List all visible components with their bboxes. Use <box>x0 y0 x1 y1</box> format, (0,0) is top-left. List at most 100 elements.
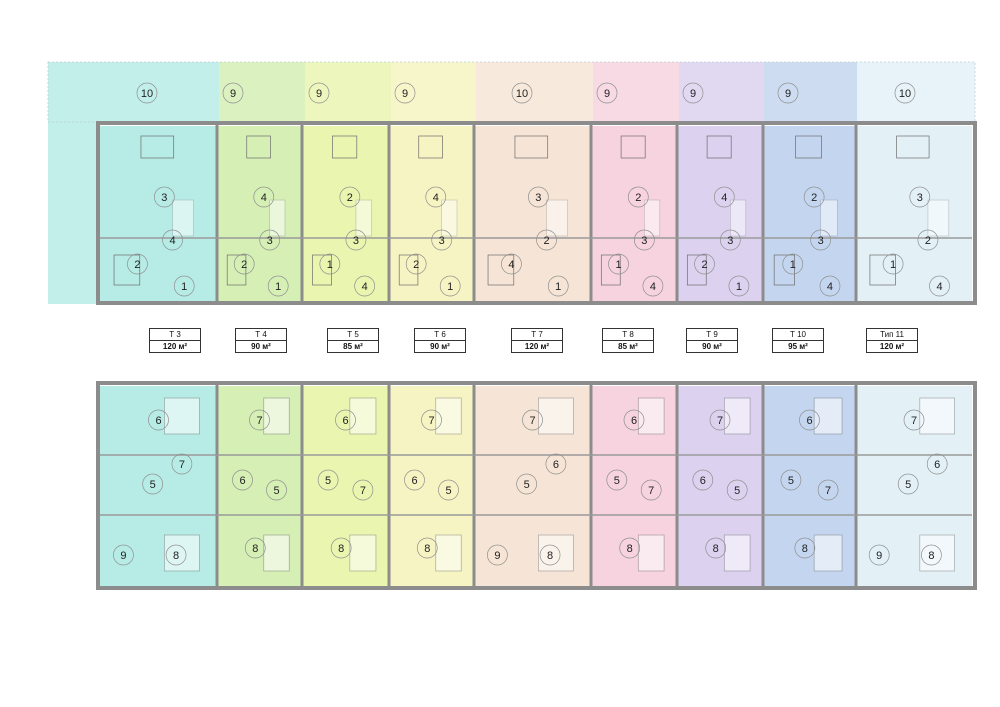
room-number: 7 <box>428 415 434 427</box>
room-number-marker: 9 <box>487 544 508 566</box>
room-number: 8 <box>627 543 633 555</box>
marker-circle <box>113 544 134 566</box>
sofa <box>600 254 621 286</box>
room-number-marker: 4 <box>819 275 841 297</box>
room-number: 3 <box>535 192 541 204</box>
room-number-marker: 10 <box>136 82 158 104</box>
room-number-marker: 5 <box>606 469 628 491</box>
room-number: 5 <box>273 485 279 497</box>
dining-table <box>514 135 549 159</box>
room-number: 8 <box>547 550 553 562</box>
staircase <box>730 199 747 237</box>
room-number: 5 <box>150 479 156 491</box>
marker-circle <box>416 537 438 559</box>
unit-area: 90 м² <box>430 342 450 351</box>
marker-circle <box>352 479 374 501</box>
bed <box>164 397 200 435</box>
room-number-marker: 9 <box>596 82 618 104</box>
room-number: 1 <box>275 281 281 293</box>
room-number-marker: 4 <box>642 275 664 297</box>
marker-circle <box>165 544 187 566</box>
marker-circle <box>222 82 244 104</box>
room-number: 3 <box>161 192 167 204</box>
room-number: 9 <box>690 88 696 100</box>
room-number: 4 <box>362 281 368 293</box>
room-number-marker: 1 <box>319 253 341 275</box>
room-number-marker: 2 <box>339 186 361 208</box>
marker-circle <box>819 275 841 297</box>
room-number: 6 <box>806 415 812 427</box>
marker-circle <box>608 253 629 275</box>
room-number: 7 <box>911 415 917 427</box>
dining-table <box>418 135 443 159</box>
marker-circle <box>136 82 158 104</box>
bed <box>723 397 751 435</box>
terrace-zone <box>679 62 764 122</box>
room-number-marker: 3 <box>633 229 655 251</box>
room-number-marker: 2 <box>233 253 255 275</box>
room-number: 5 <box>445 485 451 497</box>
room-number: 6 <box>411 475 417 487</box>
marker-circle <box>719 229 741 251</box>
room-number-marker: 5 <box>780 469 802 491</box>
marker-circle <box>317 469 339 491</box>
marker-circle <box>705 537 727 559</box>
marker-circle <box>917 229 939 251</box>
room-number: 9 <box>785 88 791 100</box>
marker-circle <box>623 409 645 431</box>
marker-circle <box>253 186 275 208</box>
room-number: 4 <box>508 259 514 271</box>
room-number: 3 <box>818 235 824 247</box>
room-number-marker: 7 <box>903 409 925 431</box>
marker-circle <box>640 479 662 501</box>
marker-circle <box>728 275 750 297</box>
terrace-layer <box>47 61 976 304</box>
room-number: 10 <box>516 88 528 100</box>
marker-circle <box>882 253 904 275</box>
marker-circle <box>799 409 820 431</box>
unit-label-t3: Т 3 120 м² <box>149 328 201 353</box>
marker-circle <box>894 82 916 104</box>
room-number-marker: 2 <box>627 186 649 208</box>
unit-name: Т 9 <box>687 329 737 341</box>
room-number: 6 <box>700 475 706 487</box>
unit-name: Т 7 <box>512 329 562 341</box>
marker-circle <box>487 544 508 566</box>
room-number: 9 <box>604 88 610 100</box>
marker-circle <box>345 229 367 251</box>
unit-label-t6: Т 6 90 м² <box>414 328 466 353</box>
room-number-marker: 1 <box>267 275 289 297</box>
room-number: 5 <box>614 475 620 487</box>
dining-table <box>620 135 646 159</box>
marker-circle <box>232 469 253 491</box>
room-number: 8 <box>802 543 808 555</box>
marker-circle <box>713 186 735 208</box>
bed <box>813 534 843 572</box>
room-number: 2 <box>543 235 549 247</box>
marker-circle <box>404 469 425 491</box>
room-number: 7 <box>179 459 185 471</box>
terrace-zone <box>219 62 305 122</box>
marker-circle <box>330 537 352 559</box>
sofa <box>226 254 247 286</box>
marker-circle <box>259 229 281 251</box>
room-number: 1 <box>181 281 187 293</box>
room-number-marker: 3 <box>909 186 931 208</box>
room-number-marker: 1 <box>882 253 904 275</box>
unit-ground-fill <box>217 126 302 301</box>
bed <box>349 397 377 435</box>
marker-circle <box>319 253 341 275</box>
room-number-marker: 6 <box>232 469 253 491</box>
unit-ground-fill <box>100 126 217 301</box>
room-number-marker: 3 <box>527 186 549 208</box>
marker-circle <box>709 409 731 431</box>
marker-circle <box>817 479 839 501</box>
room-number-marker: 5 <box>266 479 287 501</box>
room-number-marker: 9 <box>777 82 799 104</box>
marker-circle <box>354 275 375 297</box>
room-number: 3 <box>353 235 359 247</box>
unit-name: Т 5 <box>328 329 378 341</box>
marker-circle <box>527 186 549 208</box>
sofa <box>686 254 707 286</box>
bed <box>537 534 574 572</box>
